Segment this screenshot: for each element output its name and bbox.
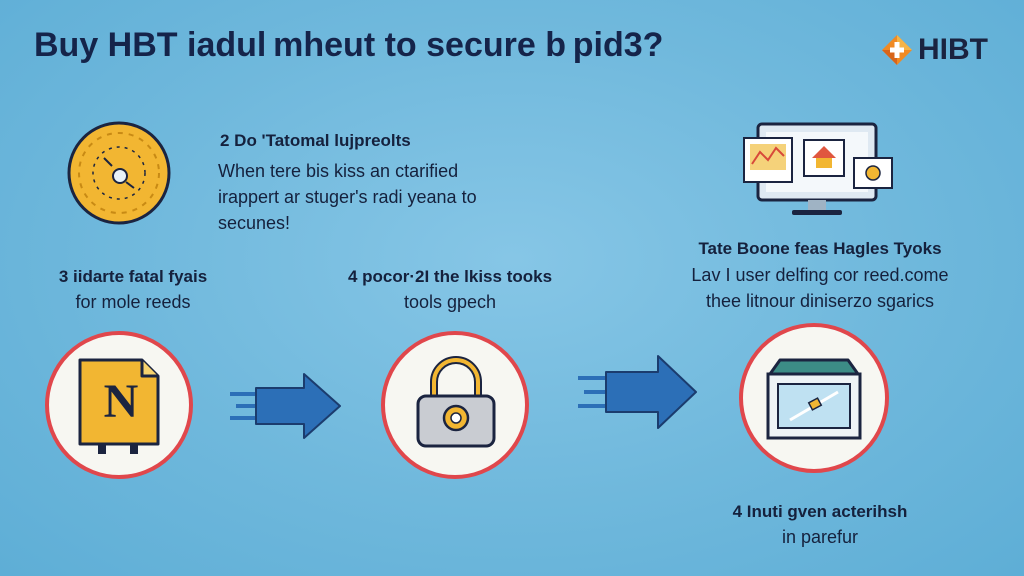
top-left-heading: 2 Do 'Tatomal lujpreolts: [220, 131, 411, 150]
top-right-heading: Tate Boone feas Hagles Tyoks: [698, 239, 942, 258]
arrow-right-icon: [230, 373, 341, 439]
coin-icon: [67, 121, 171, 225]
coin-document-icon: [78, 358, 160, 454]
step-1-heading: 3 iidarte fatal fyais: [58, 267, 208, 286]
logo-text: HIBT: [918, 33, 988, 66]
arrow-right-icon: [578, 355, 697, 429]
step-3-subtext: in parefur: [781, 527, 859, 547]
step-1-subtext: for mole reeds: [75, 292, 191, 312]
brand-logo: HIBT: [880, 30, 988, 70]
hibt-diamond-logo-icon: [882, 35, 912, 65]
top-right-line-1: Lav I user delfing cor reed.come: [691, 265, 949, 285]
document-glyph: N: [103, 375, 139, 428]
padlock-icon: [416, 356, 496, 448]
secure-box-icon: [766, 358, 862, 440]
step-3-heading: 4 Inuti gven acterihsh: [732, 502, 908, 521]
top-left-line-3: secunes!: [218, 213, 291, 233]
top-left-line-2: irappert ar stuger's radi yeana to: [218, 187, 477, 207]
step-2-subtext: tools gpech: [403, 292, 497, 312]
monitor-dashboard-icon: [743, 122, 893, 215]
step-2-heading: 4 pocor·2I the lkiss tooks: [347, 267, 553, 286]
page-title: Buy HBT iadul mheut to secure b pid3?: [34, 26, 664, 64]
top-left-line-1: When tere bis kiss an ctarified: [218, 161, 459, 181]
top-right-line-2: thee litnour diniserzo sgarics: [705, 291, 935, 311]
